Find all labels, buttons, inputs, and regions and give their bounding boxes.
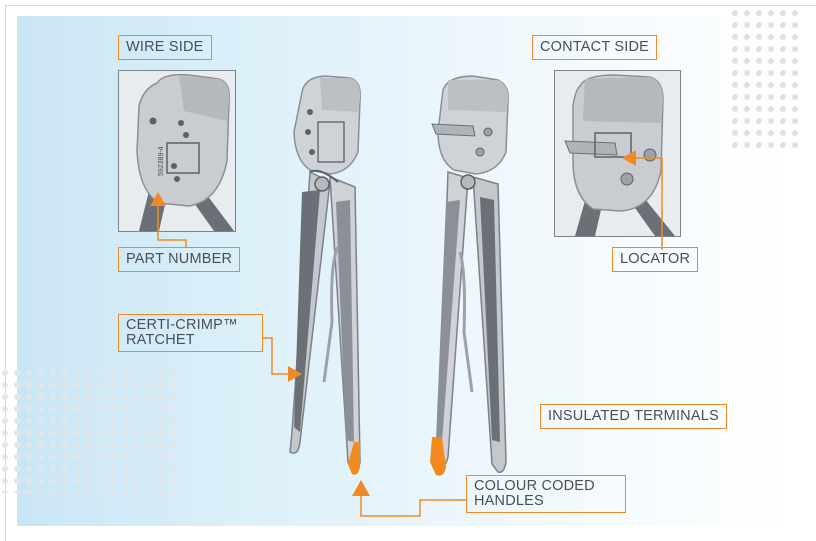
- label-locator: LOCATOR: [612, 247, 698, 272]
- label-contact-side: CONTACT SIDE: [532, 35, 657, 60]
- label-part-number: PART NUMBER: [118, 247, 240, 272]
- label-wire-side: WIRE SIDE: [118, 35, 212, 60]
- label-ratchet: CERTI-CRIMP™ RATCHET: [118, 314, 263, 352]
- arrow-right-icon: [288, 366, 302, 382]
- arrow-up-icon: [150, 192, 166, 206]
- arrow-left-icon: [622, 150, 636, 166]
- label-colour-coded-handles: COLOUR CODED HANDLES: [466, 475, 626, 513]
- label-insulated-terminals: INSULATED TERMINALS: [540, 404, 727, 429]
- arrow-up-icon: [352, 480, 370, 496]
